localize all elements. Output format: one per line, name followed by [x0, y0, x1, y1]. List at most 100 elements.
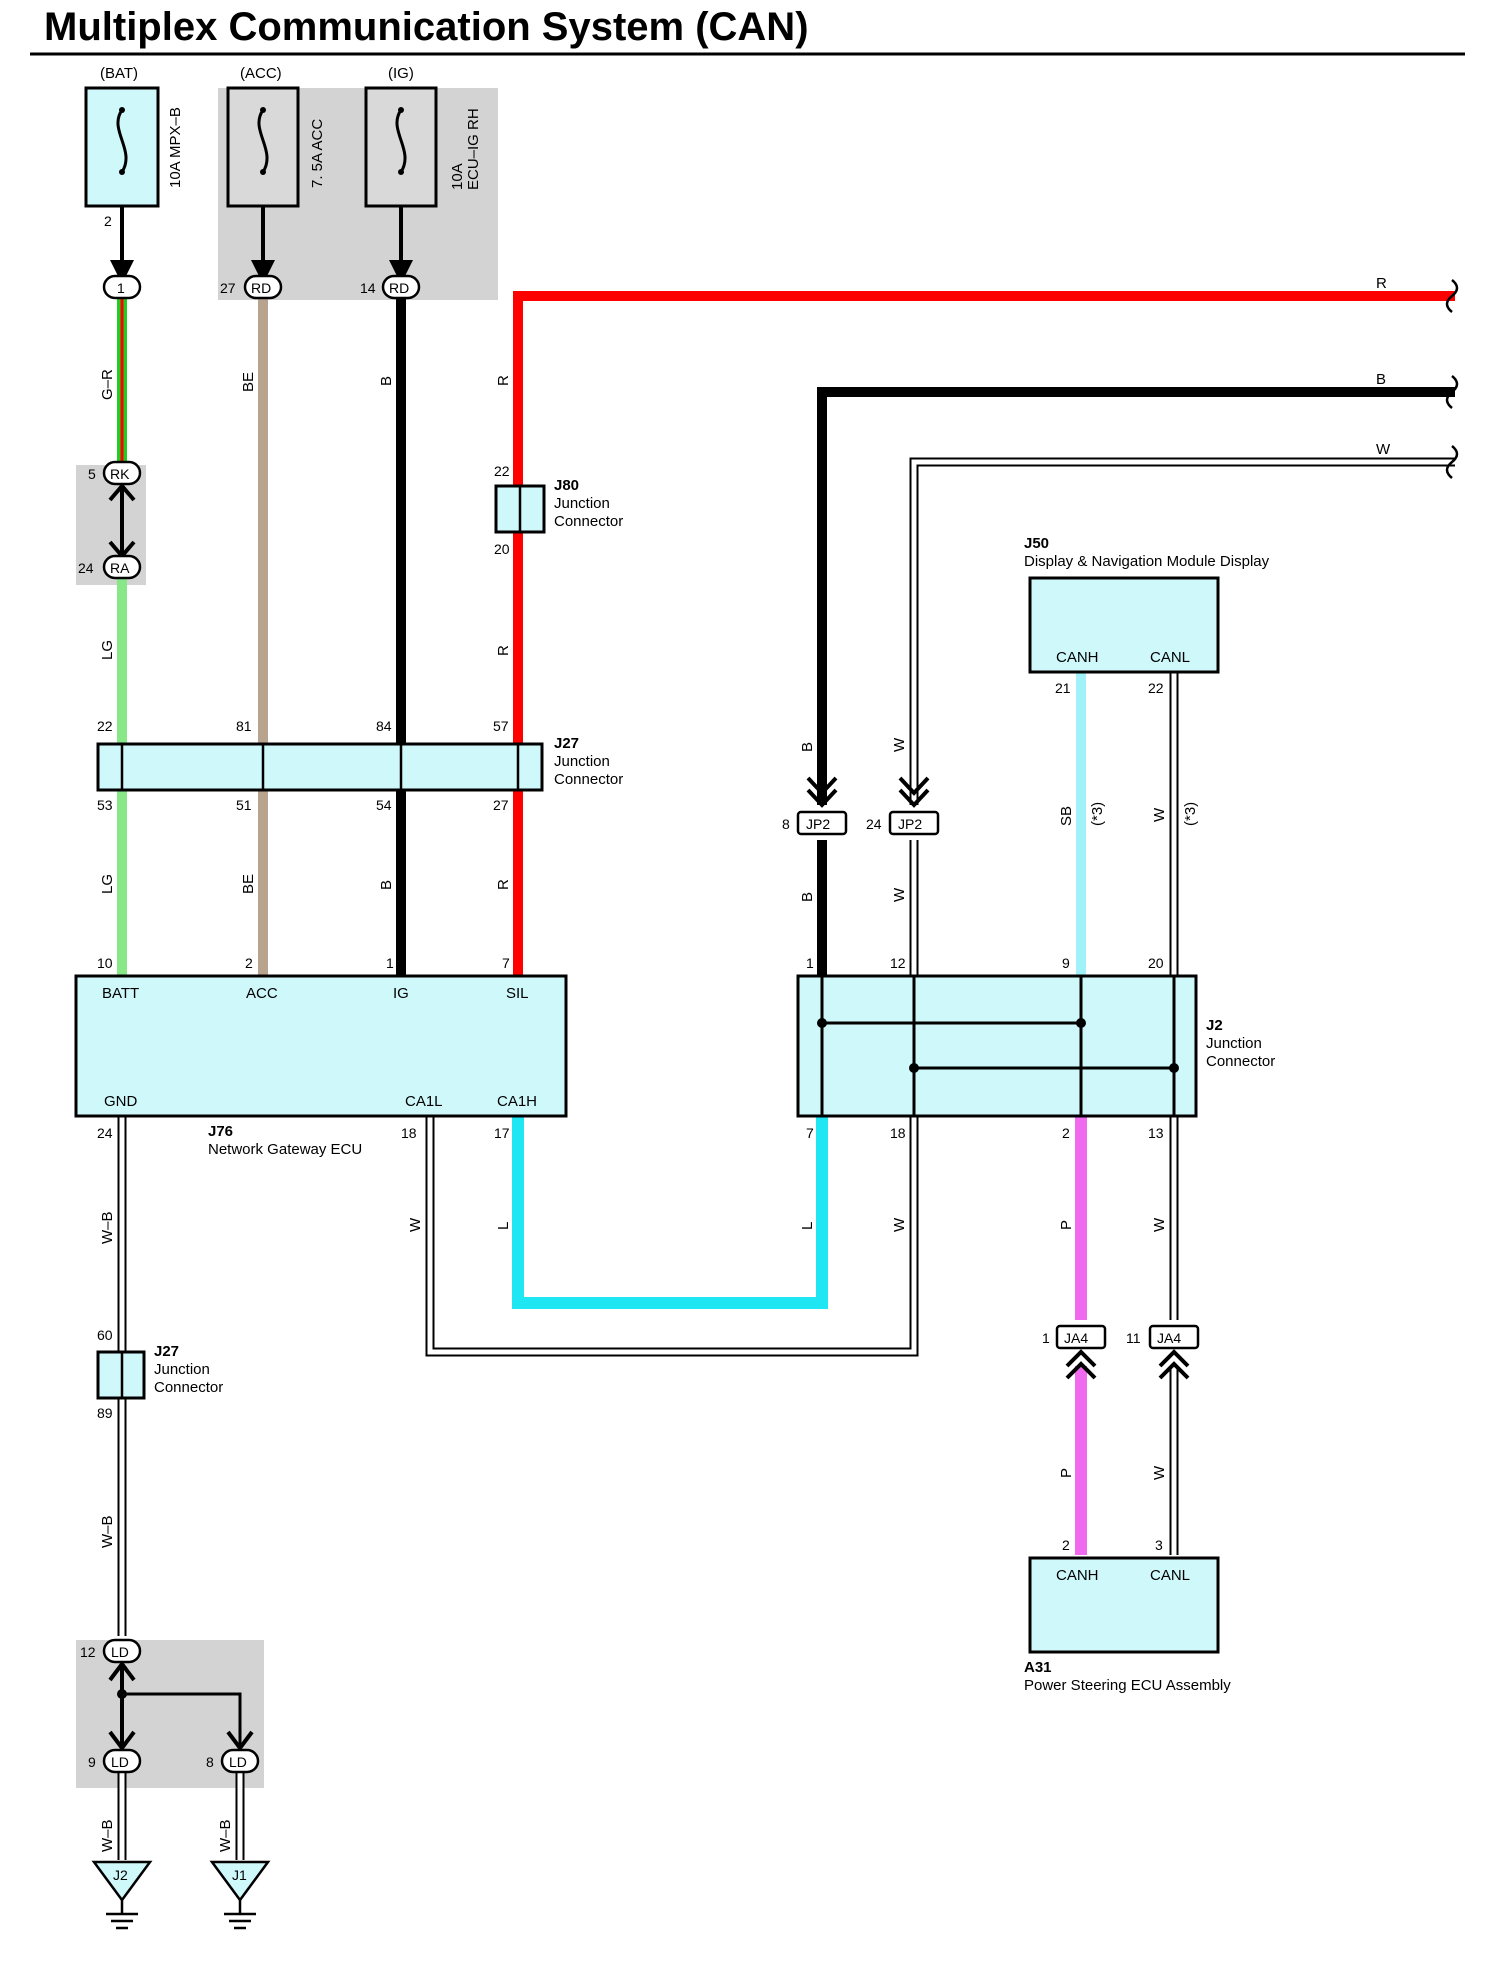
wire-label: BE	[240, 372, 257, 392]
j2-pin: 12	[890, 955, 906, 971]
fuse-mpxb-name: 10A MPX–B	[167, 107, 184, 188]
j2-pin: 7	[806, 1125, 814, 1141]
j50-display-module	[1028, 576, 1220, 674]
connector-ld-pin: 8	[206, 1754, 214, 1770]
j27a-line1: Junction	[554, 753, 610, 770]
mating-arrow-icon	[226, 1730, 254, 1752]
j50-terminal: CANH	[1056, 649, 1099, 666]
j76-pin: 24	[97, 1125, 113, 1141]
connector-jp2-label: JP2	[806, 816, 830, 832]
connector-ja4-label: JA4	[1064, 1330, 1088, 1346]
ground-j1: J1	[209, 1860, 271, 1930]
j2-pin: 18	[890, 1125, 906, 1141]
wire-label: R	[495, 375, 512, 386]
j27a-pin: 27	[493, 797, 509, 813]
connector-rd27-label: RD	[251, 280, 271, 296]
wire-label: W	[407, 1217, 424, 1232]
connector-ja4	[1055, 1324, 1107, 1350]
connector-ra-pin: 24	[78, 560, 94, 576]
j2-line1: Junction	[1206, 1035, 1262, 1052]
connector-ld-label: LD	[111, 1644, 129, 1660]
wire-label: LG	[99, 874, 116, 894]
wire-label: B	[799, 742, 816, 752]
a31-terminal: CANL	[1150, 1567, 1190, 1584]
connector-jp2-label: JP2	[898, 816, 922, 832]
j2-pin: 20	[1148, 955, 1164, 971]
j76-pin: 18	[401, 1125, 417, 1141]
j76-pin: 7	[502, 955, 510, 971]
ground-j2: J2	[91, 1860, 153, 1930]
connector-jp2	[796, 810, 848, 836]
j76-terminal: BATT	[102, 985, 139, 1002]
j27a-pin: 54	[376, 797, 392, 813]
wire-label: W–B	[217, 1819, 234, 1852]
fuse-acc-name: 7. 5A ACC	[309, 119, 326, 188]
j27a-pin: 53	[97, 797, 113, 813]
wire-label: L	[799, 1222, 816, 1230]
connector-ja4-label: JA4	[1157, 1330, 1181, 1346]
j27a-pin: 51	[236, 797, 252, 813]
mating-arrow-icon	[898, 776, 930, 808]
ground-label: J1	[232, 1867, 247, 1883]
j27b-code: J27	[154, 1343, 179, 1360]
j76-terminal: CA1L	[405, 1093, 443, 1110]
connector-jp2-pin: 8	[782, 816, 790, 832]
j2-pin: 13	[1148, 1125, 1164, 1141]
wire-label: W–B	[99, 1515, 116, 1548]
j27a-line2: Connector	[554, 771, 623, 788]
ground-icon	[209, 1860, 271, 1903]
connector-jp2	[888, 810, 940, 836]
wire-label: R	[495, 645, 512, 656]
wire-b	[817, 387, 1455, 805]
j80-pin-bottom: 20	[494, 541, 510, 557]
fuse-acc-source: (ACC)	[240, 65, 282, 82]
a31-pin: 2	[1062, 1537, 1070, 1553]
j2-pin: 1	[806, 955, 814, 971]
break-icon	[1445, 279, 1459, 313]
mating-arrow-icon	[1158, 1349, 1190, 1380]
mating-arrow-icon	[108, 1730, 136, 1752]
j27a-code: J27	[554, 735, 579, 752]
wire-r	[513, 291, 1455, 744]
wire-label: B	[378, 376, 395, 386]
wire-label: W	[1151, 1217, 1168, 1232]
j50-pin: 22	[1148, 680, 1164, 696]
j50-pin: 21	[1055, 680, 1071, 696]
wire-label: W	[891, 1217, 908, 1232]
wire-label: (*3)	[1182, 802, 1199, 826]
j27a-pin: 81	[236, 718, 252, 734]
wire-label: (*3)	[1089, 802, 1106, 826]
wire-label: BE	[240, 874, 257, 894]
connector-ld-pin: 12	[80, 1644, 96, 1660]
fuse-icon	[395, 109, 407, 173]
connector-rd27-pin: 27	[220, 280, 236, 296]
j2-junction-connector	[796, 974, 1198, 1118]
j27a-pin: 57	[493, 718, 509, 734]
j76-terminal: SIL	[506, 985, 529, 1002]
connector-rd14	[381, 274, 421, 300]
j76-pin: 10	[97, 955, 113, 971]
j80-pin-top: 22	[494, 463, 510, 479]
wire-label: B	[378, 880, 395, 890]
connector-rk-label: RK	[110, 466, 130, 482]
fuse-acc	[226, 86, 300, 208]
break-icon	[1445, 445, 1459, 479]
connector-rd14-label: RD	[389, 280, 409, 296]
a31-code: A31	[1024, 1659, 1052, 1676]
j27b-line2: Connector	[154, 1379, 223, 1396]
j76-name: Network Gateway ECU	[208, 1141, 362, 1158]
wire-label: LG	[99, 640, 116, 660]
j50-terminal: CANL	[1150, 649, 1190, 666]
j2-code: J2	[1206, 1017, 1223, 1034]
wire-label: W	[891, 887, 908, 902]
fuse-icon	[257, 109, 269, 173]
ground-label: J2	[113, 1867, 128, 1883]
j27a-pin: 84	[376, 718, 392, 734]
mating-arrow-icon	[806, 776, 838, 808]
fuse-ecu-ig	[364, 86, 438, 208]
wire-w	[425, 1116, 919, 1357]
connector-ld-label: LD	[111, 1754, 129, 1770]
j50-name: Display & Navigation Module Display	[1024, 553, 1270, 570]
wire-label: B	[799, 892, 816, 902]
